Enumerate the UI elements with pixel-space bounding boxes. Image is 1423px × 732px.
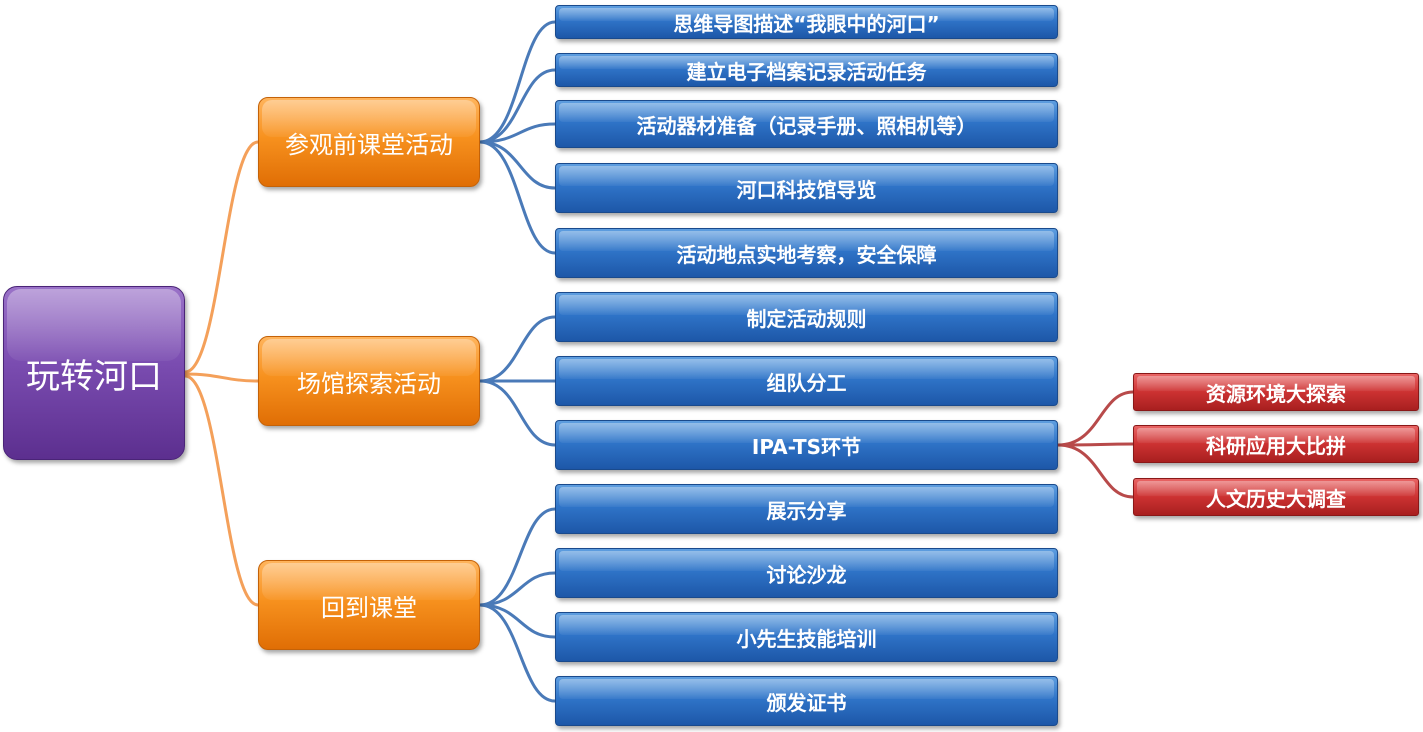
item-node: 讨论沙龙 bbox=[555, 548, 1058, 598]
item-node: 展示分享 bbox=[555, 484, 1058, 534]
item-label: 制定活动规则 bbox=[746, 306, 867, 331]
sub-label: 资源环境大探索 bbox=[1206, 381, 1346, 406]
phase-label: 参观前课堂活动 bbox=[285, 130, 453, 159]
item-node: 小先生技能培训 bbox=[555, 612, 1058, 662]
item-node: 活动地点实地考察，安全保障 bbox=[555, 228, 1058, 278]
sub-label: 人文历史大调查 bbox=[1206, 486, 1346, 511]
phase3-to-item-3 bbox=[479, 603, 556, 639]
item-label: 思维导图描述“我眼中的河口” bbox=[673, 11, 940, 36]
ipa-sub-node: 科研应用大比拼 bbox=[1133, 425, 1419, 463]
phase1-to-item-4 bbox=[479, 140, 556, 190]
phase-node-back-to-class: 回到课堂 bbox=[258, 560, 480, 650]
phase3-to-item-4 bbox=[479, 603, 556, 703]
ipa-to-sub-2 bbox=[1057, 442, 1134, 447]
phase1-to-item-3 bbox=[479, 122, 556, 144]
phase1-to-item-5 bbox=[479, 140, 556, 255]
phase-node-venue-exploration: 场馆探索活动 bbox=[258, 336, 480, 426]
item-label: 建立电子档案记录活动任务 bbox=[686, 59, 927, 84]
phase2-to-item-1 bbox=[479, 315, 556, 383]
phase-connectors bbox=[479, 20, 556, 703]
item-node: 思维导图描述“我眼中的河口” bbox=[555, 5, 1058, 39]
item-label: 活动地点实地考察，安全保障 bbox=[676, 242, 937, 267]
item-label: 小先生技能培训 bbox=[736, 626, 877, 651]
ipa-sub-node: 人文历史大调查 bbox=[1133, 478, 1419, 516]
item-label: IPA-TS环节 bbox=[751, 434, 862, 459]
phase-node-pre-visit: 参观前课堂活动 bbox=[258, 97, 480, 187]
phase3-to-item-1 bbox=[479, 507, 556, 607]
item-label: 河口科技馆导览 bbox=[736, 177, 877, 202]
root-to-phase-2 bbox=[184, 372, 259, 383]
root-to-phase-1 bbox=[184, 140, 259, 374]
root-connectors bbox=[184, 140, 259, 607]
item-node-ipa-ts: IPA-TS环节 bbox=[555, 420, 1058, 470]
item-node: 活动器材准备（记录手册、照相机等） bbox=[555, 100, 1058, 148]
ipa-connectors bbox=[1057, 390, 1134, 499]
item-node: 颁发证书 bbox=[555, 676, 1058, 726]
phase1-to-item-1 bbox=[479, 20, 556, 144]
item-node: 河口科技馆导览 bbox=[555, 163, 1058, 213]
ipa-to-sub-3 bbox=[1057, 443, 1134, 499]
item-node: 制定活动规则 bbox=[555, 292, 1058, 342]
ipa-sub-node: 资源环境大探索 bbox=[1133, 373, 1419, 411]
item-label: 颁发证书 bbox=[766, 690, 847, 715]
phase-label: 回到课堂 bbox=[321, 593, 417, 622]
phase2-to-item-3 bbox=[479, 379, 556, 447]
phase1-to-item-2 bbox=[479, 68, 556, 144]
item-label: 组队分工 bbox=[766, 370, 847, 395]
ipa-to-sub-1 bbox=[1057, 390, 1134, 447]
root-to-phase-3 bbox=[184, 374, 259, 607]
item-node: 建立电子档案记录活动任务 bbox=[555, 53, 1058, 87]
phase3-to-item-2 bbox=[479, 571, 556, 607]
root-node: 玩转河口 bbox=[3, 286, 185, 460]
item-label: 讨论沙龙 bbox=[766, 562, 847, 587]
sub-label: 科研应用大比拼 bbox=[1206, 433, 1346, 458]
item-label: 活动器材准备（记录手册、照相机等） bbox=[636, 113, 977, 138]
root-label: 玩转河口 bbox=[26, 356, 162, 397]
phase-label: 场馆探索活动 bbox=[297, 369, 441, 398]
item-label: 展示分享 bbox=[766, 498, 847, 523]
item-node: 组队分工 bbox=[555, 356, 1058, 406]
